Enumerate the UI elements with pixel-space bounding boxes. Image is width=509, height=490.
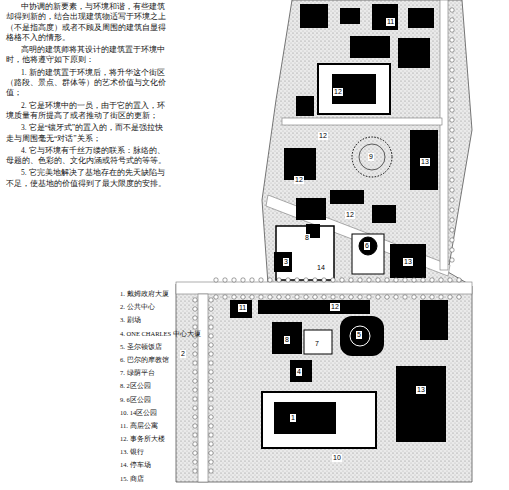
key-item: 4. ONE CHARLES 中心大厦	[120, 330, 180, 338]
callout-number: 13	[403, 258, 413, 266]
key-item: 12. 事务所大楼	[120, 435, 180, 443]
body-text: 中协调的新要素，与环境和谐，有些建筑却得到新的，结合出现建筑物适写于环境之上（不…	[6, 2, 168, 43]
callout-number: 7	[314, 340, 320, 348]
callout-number: 12	[294, 176, 304, 184]
plaza	[350, 137, 392, 346]
callout-number: 12	[345, 211, 355, 219]
callout-number: 13	[416, 386, 426, 394]
body-text: 5. 它完美地解决了基地存在的先天缺陷与不足，使基地的价值得到了最大限度的安排。	[6, 168, 168, 189]
callout-number: 9	[368, 153, 374, 161]
key-item: 5. 圣尔顿饭店	[120, 343, 180, 351]
callout-number: 12	[333, 88, 343, 96]
body-text: 高明的建筑师将其设计的建筑置于环境中时，他将遵守如下原则：	[6, 45, 168, 66]
tree-rows	[193, 8, 461, 473]
callout-number: 4	[296, 368, 302, 376]
key-item: 1. 戴姆政府大厦	[120, 290, 180, 298]
key-item: 13. 银行	[120, 448, 180, 456]
body-text: 1. 新的建筑置于环境后，将升华这个街区（路段、景点、群体等）的艺术价值与文化价…	[6, 68, 168, 99]
site-ground	[176, 0, 472, 482]
key-item: 6. 巴尔的摩教馆	[120, 356, 180, 364]
key-item: 7. 绿荫平台	[120, 369, 180, 377]
streets	[176, 0, 472, 482]
key-list: 1. 戴姆政府大厦 2. 公共中心 3. 剧场 4. ONE CHARLES 中心大厦…	[120, 290, 180, 488]
key-item: 8. 2区公园	[120, 382, 180, 390]
callout-number: 8	[284, 336, 290, 344]
key-item: 11. 高层公寓	[120, 422, 180, 430]
key-item: 2. 公共中心	[120, 303, 180, 311]
callout-number: 5	[356, 331, 362, 339]
body-text: 4. 它与环境有千丝万缕的联系：脉络的、母题的、色彩的、文化内涵或符号式的等等。	[6, 146, 168, 167]
key-item: 15. 商店	[120, 475, 180, 483]
callout-number: 14	[316, 264, 326, 272]
callout-number: 8	[304, 234, 310, 242]
callout-number: 13	[420, 158, 430, 166]
body-text: 3. 它是“镶牙式”的置入的，而不是强拉快走与周围毫无“对话”关系；	[6, 123, 168, 144]
body-text: 2. 它是环境中的一员，由于它的置入，环境质量有所提高了或者推动了街区的更新；	[6, 101, 168, 122]
callout-number: 11	[238, 304, 247, 312]
callout-number: 12	[318, 132, 328, 140]
callout-number: 11	[386, 18, 395, 26]
key-item: 3. 剧场	[120, 316, 180, 324]
callout-number: 3	[283, 258, 289, 266]
callout-number: 1	[290, 414, 296, 422]
key-item: 9. 6区公园	[120, 396, 180, 404]
buildings	[230, 4, 448, 448]
callout-number: 6	[364, 242, 370, 250]
callout-number: 12	[330, 303, 340, 311]
callout-number: 2	[180, 350, 186, 358]
callout-number: 10	[332, 454, 342, 462]
key-item: 10. 14区公园	[120, 409, 180, 417]
text-column: 中协调的新要素，与环境和谐，有些建筑却得到新的，结合出现建筑物适写于环境之上（不…	[6, 2, 168, 191]
key-item: 14. 停车场	[120, 461, 180, 469]
